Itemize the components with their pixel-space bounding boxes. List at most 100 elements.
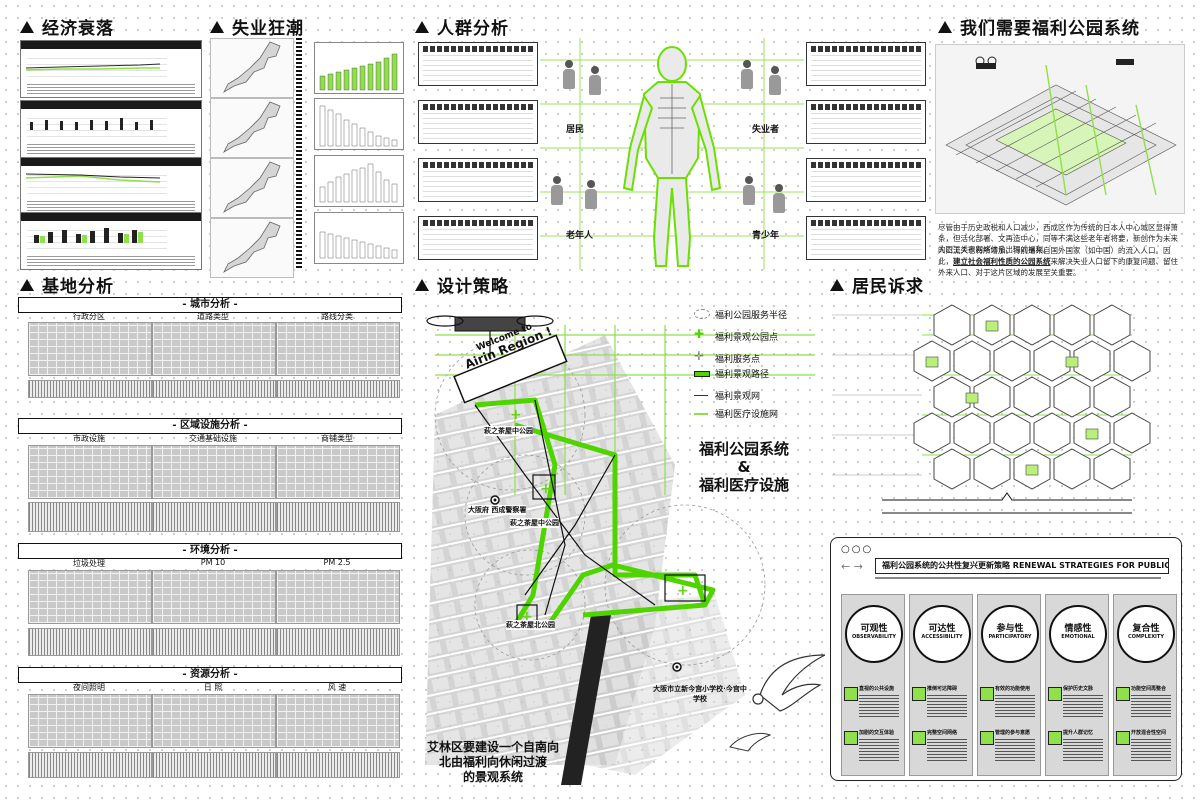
site-map-label: PM 10: [200, 558, 226, 567]
crowd-label-homeless: 居民: [566, 125, 585, 135]
economy-chart-2: [20, 100, 202, 158]
renewal-title-bar: 福利公园系统的公共性复兴更新策略 RENEWAL STRATEGIES FOR …: [875, 558, 1169, 574]
service-radius-icon: [694, 309, 710, 319]
strategy-item: 推倒可达障碍: [912, 685, 968, 721]
site-strip: [152, 752, 276, 778]
strategy-item-icon: [1048, 731, 1062, 745]
crowd-chart-homeless-2: [418, 100, 538, 144]
svg-text:+: +: [510, 407, 522, 423]
site-strip: [28, 380, 152, 398]
place-label: 大阪府 西成警察署: [468, 505, 527, 515]
section-title-site: 基地分析: [20, 272, 114, 297]
strategy-item: 功能空间再整合: [1116, 685, 1172, 721]
site-strip: [28, 502, 152, 532]
site-map-label: 行政分区: [73, 312, 105, 321]
site-map: [28, 322, 152, 376]
appeal-hex-grid: [832, 304, 1151, 514]
service-point-icon: ✛: [694, 349, 705, 363]
legend-item: 福利服务点: [715, 355, 761, 365]
site-map-label: 垃圾处理: [73, 559, 105, 568]
legend-item: 福利公园服务半径: [715, 311, 788, 321]
park-point-icon: ✚: [694, 327, 705, 341]
crowd-label-youth: 青少年: [752, 231, 780, 241]
site-map-label: 交通基础设施: [189, 434, 237, 443]
landscape-path-icon: [694, 371, 710, 377]
section-title-appeal: 居民诉求: [830, 272, 924, 297]
site-strip: [28, 628, 152, 656]
site-map: [152, 570, 276, 624]
site-map: [276, 322, 400, 376]
site-map-label: PM 2.5: [323, 558, 351, 567]
title-underline: [875, 577, 1161, 579]
strategy-item-icon: [844, 687, 858, 701]
site-map: [276, 445, 400, 499]
strategy-caption: 艾林区要建设一个自南向 北由福利向休闲过渡 的景观系统: [426, 740, 559, 784]
nav-arrows-icon[interactable]: ← →: [841, 560, 863, 573]
strategy-item-icon: [912, 731, 926, 745]
site-strip: [276, 502, 400, 532]
legend-item: 福利医疗设施网: [715, 410, 779, 420]
site-strip: [152, 628, 276, 656]
place-label: 萩之茶屋中公园: [484, 426, 533, 436]
site-map: [28, 570, 152, 624]
anatomy-figure: [540, 38, 804, 270]
crowd-chart-homeless-1: [418, 42, 538, 86]
strategy-item-icon: [980, 687, 994, 701]
place-label: 大阪市立新今宫小学校·今宫中学校: [653, 685, 747, 703]
site-strip: [276, 380, 400, 398]
svg-text:+: +: [521, 609, 533, 625]
legend-item: 福利景观公园点: [715, 333, 779, 343]
crowd-label-unemployed: 失业者: [752, 125, 780, 135]
site-subsection-facility: - 区域设施分析 -: [18, 418, 402, 434]
need-paragraph-2: 人口流入也有所增加。特别是来自国外国家（如中国）的流入人口。因此，建立社会福利性…: [938, 246, 1178, 277]
section-title-unemployment: 失业狂潮: [210, 14, 304, 39]
section-title-economy: 经济衰落: [20, 14, 114, 39]
strategy-item: 开放混合性空间: [1116, 729, 1172, 765]
athlete-person-icon: [770, 184, 788, 214]
site-strip: [28, 752, 152, 778]
axonometric-illustration: [935, 44, 1185, 214]
window-dots-icon: ○○○: [841, 544, 874, 555]
strategy-item: 加剧的交互体验: [844, 729, 900, 765]
legend-item: 福利景观路径: [715, 370, 770, 380]
triangle-icon: [20, 279, 34, 291]
triangle-icon: [415, 21, 429, 33]
site-map-label: 商铺类型: [321, 434, 353, 443]
person-icon: [766, 66, 784, 96]
svg-text:+: +: [677, 583, 689, 599]
site-map-label: 日 照: [203, 683, 223, 692]
strategy-item: 有效的功能使用: [980, 685, 1036, 721]
unemployment-bars: [319, 53, 398, 259]
person-icon: [586, 66, 604, 96]
landscape-network-icon: [694, 395, 708, 396]
strategy-item: 管理的参与意愿: [980, 729, 1036, 765]
triangle-icon: [20, 21, 34, 33]
place-label: 萩之茶屋中公园: [510, 518, 559, 528]
crowd-chart-elderly-2: [418, 216, 538, 260]
site-subsection-city: - 城市分析 -: [18, 297, 402, 313]
triangle-icon: [415, 279, 429, 291]
site-map-label: 市政设施: [73, 434, 105, 443]
site-map: [276, 570, 400, 624]
site-strip: [276, 628, 400, 656]
strategy-item-icon: [980, 731, 994, 745]
site-map: [276, 694, 400, 748]
timeline-ruler: [296, 38, 302, 268]
section-title-need: 我们需要福利公园系统: [938, 14, 1140, 39]
site-map-label: 夜间照明: [73, 683, 105, 692]
strategy-item: 提升人群记忆: [1048, 729, 1104, 765]
renewal-strategy-window: ○○○ ← → 福利公园系统的公共性复兴更新策略 RENEWAL STRATEG…: [830, 537, 1182, 781]
athlete-person-icon: [740, 176, 758, 206]
crowd-chart-unemployed-1: [806, 42, 926, 86]
crowd-chart-youth-2: [806, 216, 926, 260]
economy-chart-3: [20, 157, 202, 215]
site-map-label: 道路类型: [197, 312, 229, 321]
legend-item: 福利景观网: [715, 392, 761, 402]
strategy-item-icon: [1116, 731, 1130, 745]
site-map-label: 风 速: [327, 683, 347, 692]
svg-text:+: +: [540, 481, 552, 497]
